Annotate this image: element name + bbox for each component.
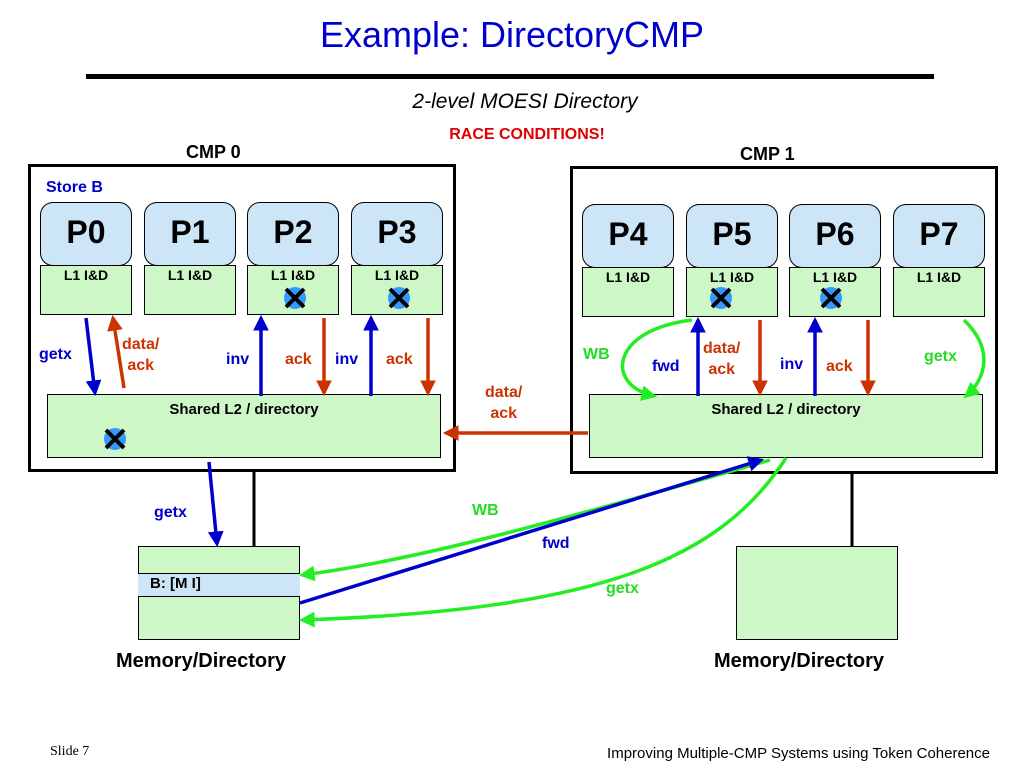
label-getx-p0: getx [39, 346, 72, 363]
memory-label-left: Memory/Directory [116, 650, 287, 672]
slide-footer-title: Improving Multiple-CMP Systems using Tok… [607, 745, 990, 762]
label-ack-line: ack [708, 361, 736, 378]
cmp1-label: CMP 1 [740, 144, 795, 164]
race-conditions-alert: RACE CONDITIONS! [449, 126, 605, 143]
arrow-getx-p7-l2 [962, 318, 986, 399]
label-data-line: data/ [122, 336, 160, 353]
label-wb-p5: WB [583, 346, 610, 363]
arrow-data-ack-l2-p0 [107, 314, 126, 389]
label-ack-line: ack [127, 357, 155, 374]
l1-cache-p5: L1 I&D [686, 267, 778, 317]
x-mark-icon [388, 287, 410, 309]
label-wb-memory: WB [472, 502, 499, 519]
l1-cache-p7: L1 I&D [893, 267, 985, 317]
label-inv-p6: inv [780, 356, 804, 373]
label-inv-p2: inv [226, 351, 250, 368]
processor-p5: P5 [686, 204, 778, 268]
label-fwd-memory: fwd [542, 535, 570, 552]
arrow-wb-p5-l2 [620, 318, 693, 401]
processor-p7: P7 [893, 204, 985, 268]
label-data-ack-p5: data/ ack [703, 338, 740, 380]
cmp0-label: CMP 0 [186, 142, 241, 162]
memory-label-right: Memory/Directory [714, 650, 885, 672]
x-mark-icon [710, 287, 732, 309]
slide-number: Slide 7 [50, 744, 90, 759]
x-mark-icon [284, 287, 306, 309]
label-data-line: data/ [703, 340, 741, 357]
title-divider [86, 74, 934, 79]
label-data-line: data/ [485, 384, 523, 401]
arrow-fwd-memory-cmp1 [299, 456, 765, 605]
l1-cache-p4: L1 I&D [582, 267, 674, 317]
arrow-getx-cmp0-memory [207, 461, 224, 548]
label-getx-memory: getx [154, 504, 187, 521]
memory-directory-right [736, 546, 898, 640]
label-fwd-p5: fwd [652, 358, 680, 375]
processor-p3: P3 [351, 202, 443, 266]
slide-subtitle: 2-level MOESI Directory [412, 90, 638, 113]
label-ack-line: ack [490, 405, 518, 422]
directory-entry-b: B: [M I] [138, 573, 300, 597]
label-ack-p3: ack [386, 351, 413, 368]
cmp1-shared-l2: Shared L2 / directory [589, 394, 983, 458]
processor-p4: P4 [582, 204, 674, 268]
processor-p6: P6 [789, 204, 881, 268]
label-getx-cmp1-memory: getx [606, 580, 639, 597]
label-data-ack-inter: data/ ack [485, 382, 522, 424]
l1-cache-p1: L1 I&D [144, 265, 236, 315]
label-getx-p7: getx [924, 348, 957, 365]
l1-cache-p0: L1 I&D [40, 265, 132, 315]
label-data-ack-p0: data/ ack [122, 334, 159, 376]
x-mark-icon [820, 287, 842, 309]
store-b-label: Store B [46, 179, 103, 196]
arrow-getx-cmp1-memory [298, 457, 788, 628]
slide-title: Example: DirectoryCMP [319, 14, 705, 55]
x-mark-icon [104, 428, 126, 450]
label-ack-p6: ack [826, 358, 853, 375]
arrow-getx-p0-l2 [84, 317, 102, 397]
label-ack-p2: ack [285, 351, 312, 368]
label-inv-p3: inv [335, 351, 359, 368]
